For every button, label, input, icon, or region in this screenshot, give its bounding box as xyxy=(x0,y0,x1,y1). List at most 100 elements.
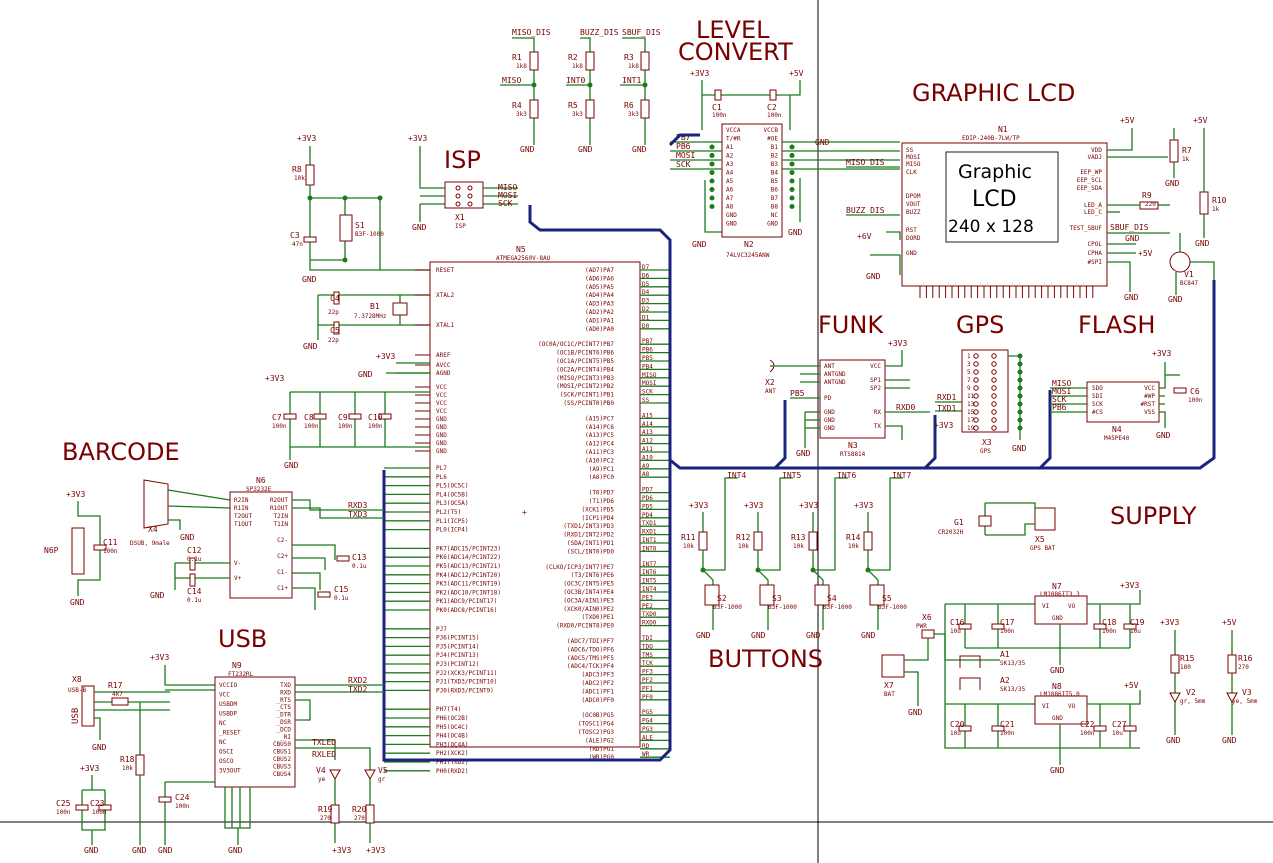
supply-button-2: +3V3 xyxy=(799,501,818,510)
net-rxd3: RXD3 xyxy=(348,501,367,510)
label-n6p: N6P xyxy=(44,546,59,555)
lcd-left-pin-9: GND xyxy=(906,250,917,257)
crystal-circuit: B1 7.3728MHz C4 22p C5 22p GND xyxy=(303,291,430,351)
mcu-left-pin-10: GND xyxy=(436,416,447,423)
mcu-right-pin-10: (OC1A/PCINT5)PB5 xyxy=(556,358,614,365)
value-v4: ye xyxy=(318,776,326,783)
mcu-left2-pin-27: PH4(OC4B) xyxy=(436,733,469,740)
x3-pin-5: 11 xyxy=(967,393,975,400)
label-r1: R1 xyxy=(512,53,522,62)
value-c19: 10u xyxy=(1130,628,1141,635)
label-c24: C24 xyxy=(175,793,190,802)
n2-pin-r-20: NC xyxy=(771,212,779,219)
gnd-lcd-ss: GND xyxy=(815,138,830,147)
n9-pin-l-4: NC xyxy=(219,720,227,727)
mcu-right-net-30: INT1 xyxy=(642,537,657,544)
mcu-right-net-15: SS xyxy=(642,397,650,404)
mcu-right-net-40: TDI xyxy=(642,635,653,642)
mcu-right-net-34: INT5 xyxy=(642,578,657,585)
divider-group: MISO_DIS BUZZ_DIS SBUF_DIS R1 1k8 R2 1k8… xyxy=(500,28,661,154)
mcu-right-pin-16: (A15)PC7 xyxy=(585,415,614,422)
resistor-r6 xyxy=(640,99,650,119)
value-v5: gr xyxy=(378,776,386,783)
value-n6: SP3232E xyxy=(246,486,272,493)
mcu-right-net-2: D5 xyxy=(642,281,650,288)
mcu-right-pin-33: (T3/INT6)PE6 xyxy=(571,572,615,579)
mcu-right-pin-5: (AD2)PA2 xyxy=(585,309,614,316)
mcu-left2-pin-15: PK0(ADC8/PCINT16) xyxy=(436,607,497,614)
mcu-right-pin-17: (A14)PC6 xyxy=(585,424,614,431)
label-c23: C23 xyxy=(90,799,105,808)
label-n5: N5 xyxy=(516,245,526,254)
mcu-right-net-31: INT0 xyxy=(642,545,657,552)
value-n5: ATMEGA2560V-8AU xyxy=(496,255,551,262)
n9-pin-l-7: OSCI xyxy=(219,749,234,756)
mcu-right-net-44: PF3 xyxy=(642,669,653,676)
value-c22: 100n xyxy=(1080,730,1095,737)
resistor-r17 xyxy=(111,697,129,706)
n7-vi: VI xyxy=(1042,603,1050,610)
mcu-right-pin-34: (OC3C/INT5)PE5 xyxy=(563,581,614,588)
x3-pin-9: 19 xyxy=(967,425,975,432)
ic-n6p xyxy=(71,527,85,575)
supply-button-0: +3V3 xyxy=(689,501,708,510)
label-n3: N3 xyxy=(848,441,858,450)
mcu-right-net-28: TXD1 xyxy=(642,520,657,527)
gnd-n8: GND xyxy=(1050,766,1065,775)
capacitor-c10 xyxy=(378,413,392,420)
resistor-r14 xyxy=(863,531,873,551)
label-s2: S2 xyxy=(717,594,727,603)
mcu-left2-pin-23: PJ0(RXD3/PCINT9) xyxy=(436,687,494,694)
mcu-left-pin-8: VCC xyxy=(436,400,447,407)
lcd-right-pin-9: CPHA xyxy=(1088,250,1103,257)
buttons-block: +3V3R1110kINT4S2B3F-1000GND+3V3R1210kINT… xyxy=(681,471,911,640)
gnd-r18: GND xyxy=(132,846,147,855)
ic-n9 xyxy=(214,676,296,788)
ic-n4 xyxy=(1086,381,1160,423)
mcu-right-pin-11: (OC2A/PCINT4)PB4 xyxy=(556,366,614,373)
label-n2: N2 xyxy=(744,240,754,249)
value-v3: ye, 5mm xyxy=(1232,698,1258,705)
mcu-right-pin-4: (AD3)PA3 xyxy=(585,301,614,308)
label-c4: C4 xyxy=(330,294,340,303)
n6-pin-r-1: R1OUT xyxy=(270,505,288,512)
label-n8: N8 xyxy=(1052,682,1062,691)
lcd-left-pin-0: SS xyxy=(906,147,914,154)
crystal-b1 xyxy=(392,302,408,316)
lcd-text-line3: 240 x 128 xyxy=(948,217,1034,237)
mcu-right-pin-25: (T1)PD6 xyxy=(589,498,615,505)
mcu-right-net-39: RXD0 xyxy=(642,620,657,627)
mcu-right-net-10: PB5 xyxy=(642,355,653,362)
mcu-left2-pin-24: PH7(T4) xyxy=(436,706,461,713)
supply-cpha: +5V xyxy=(1138,249,1153,258)
mcu-left2-pin-22: PJ1(TXD3/PCINT10) xyxy=(436,679,497,686)
value-r9: 220 xyxy=(1145,201,1156,208)
mcu-right-pin-43: (ADC4/TCK)PF4 xyxy=(567,663,614,670)
led-v5 xyxy=(364,769,376,781)
label-c19: C19 xyxy=(1130,618,1145,627)
value-v1: BC847 xyxy=(1180,280,1198,287)
supply-out-5: +5V xyxy=(1124,681,1139,690)
net-txd2: TXD2 xyxy=(348,685,367,694)
level-supply-33: +3V3 xyxy=(690,69,709,78)
n2-pin-l-6: A2 xyxy=(726,153,734,160)
mcu-left2-pin-31: PH0(RXD2) xyxy=(436,768,469,775)
mcu-right-pin-13: (MOSI/PCINT2)PB2 xyxy=(556,383,614,390)
connector-x7 xyxy=(881,654,905,678)
label-x6: X6 xyxy=(922,613,932,622)
supply-isp: +3V3 xyxy=(408,134,427,143)
mcu-left2-pin-7: PL0(ICP4) xyxy=(436,527,469,534)
mcu-right-pin-48: (OC0B)PG5 xyxy=(581,712,614,719)
label-r5: R5 xyxy=(568,101,578,110)
diode-a2 xyxy=(959,677,981,690)
mcu-right-net-38: TXD0 xyxy=(642,611,657,618)
mcu-right-net-7: D0 xyxy=(642,323,650,330)
value-s4: B3F-1000 xyxy=(823,604,852,611)
mcu-right-net-1: D6 xyxy=(642,272,650,279)
n9-pin-r-6: _DCD xyxy=(277,726,292,733)
lcd-right-pin-1: VADJ xyxy=(1088,154,1102,161)
mcu-left2-pin-13: PK2(ADC10/PCINT18) xyxy=(436,589,501,596)
mcu-left2-pin-14: PK1(ADC9/PCINT17) xyxy=(436,598,497,605)
mcu-left2-pin-18: PJ5(PCINT14) xyxy=(436,643,479,650)
capacitor-c13 xyxy=(336,555,350,562)
